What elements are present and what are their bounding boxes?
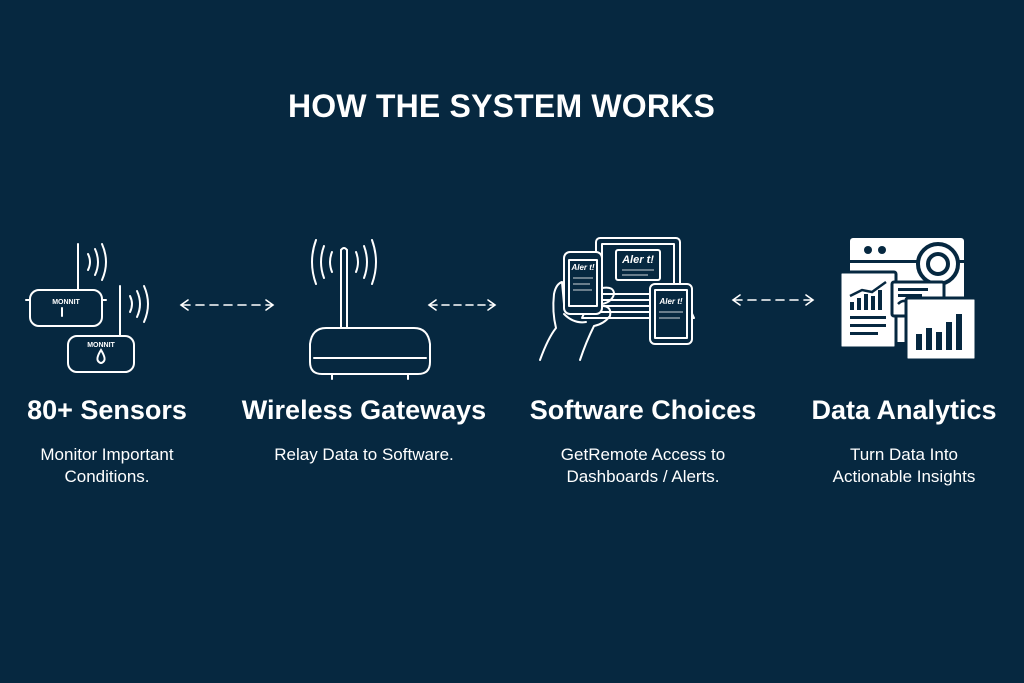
analytics-dashboard-icon [838, 238, 978, 362]
sensor-brand-label: MONNIT [52, 299, 80, 306]
step-heading: 80+ Sensors [27, 395, 187, 425]
step-sensors: 80+ Sensors Monitor Important Conditions… [2, 395, 212, 488]
gateway-router-icon [309, 239, 431, 380]
step-analytics: Data Analytics Turn Data Into Actionable… [796, 395, 1012, 488]
step-gateways: Wireless Gateways Relay Data to Software… [234, 395, 494, 466]
page-title: HOW THE SYSTEM WORKS [287, 88, 716, 124]
alert-text: Aler t! [570, 263, 594, 272]
step-software: Software Choices GetRemote Access to Das… [518, 395, 768, 488]
step-description-line: Relay Data to Software. [274, 445, 454, 464]
bidirectional-arrow-icon [427, 299, 497, 311]
step-description-line: Conditions. [64, 467, 150, 486]
alert-text: Aler t! [658, 297, 682, 306]
step-description-line: Actionable Insights [832, 467, 976, 486]
devices-icon: Aler t! Aler t! Aler t! [539, 237, 695, 361]
step-description-line: Dashboards / Alerts. [566, 467, 720, 486]
step-description: GetRemote Access to Dashboards / Alerts. [518, 444, 768, 488]
step-description: Monitor Important Conditions. [2, 444, 212, 488]
step-description-line: GetRemote Access to [560, 445, 726, 464]
step-description-line: Monitor Important [40, 445, 174, 464]
sensors-icon: MONNIT MONNIT [25, 243, 149, 373]
step-description-line: Turn Data Into [849, 445, 959, 464]
alert-text: Aler t! [621, 254, 654, 266]
step-heading: Software Choices [529, 395, 757, 425]
step-description: Turn Data Into Actionable Insights [796, 444, 1012, 488]
bidirectional-arrow-icon [179, 299, 275, 311]
step-heading: Data Analytics [811, 395, 997, 425]
step-heading: Wireless Gateways [241, 395, 487, 425]
step-description: Relay Data to Software. [234, 444, 494, 466]
bidirectional-arrow-icon [731, 294, 815, 306]
sensor-brand-label: MONNIT [87, 342, 115, 349]
